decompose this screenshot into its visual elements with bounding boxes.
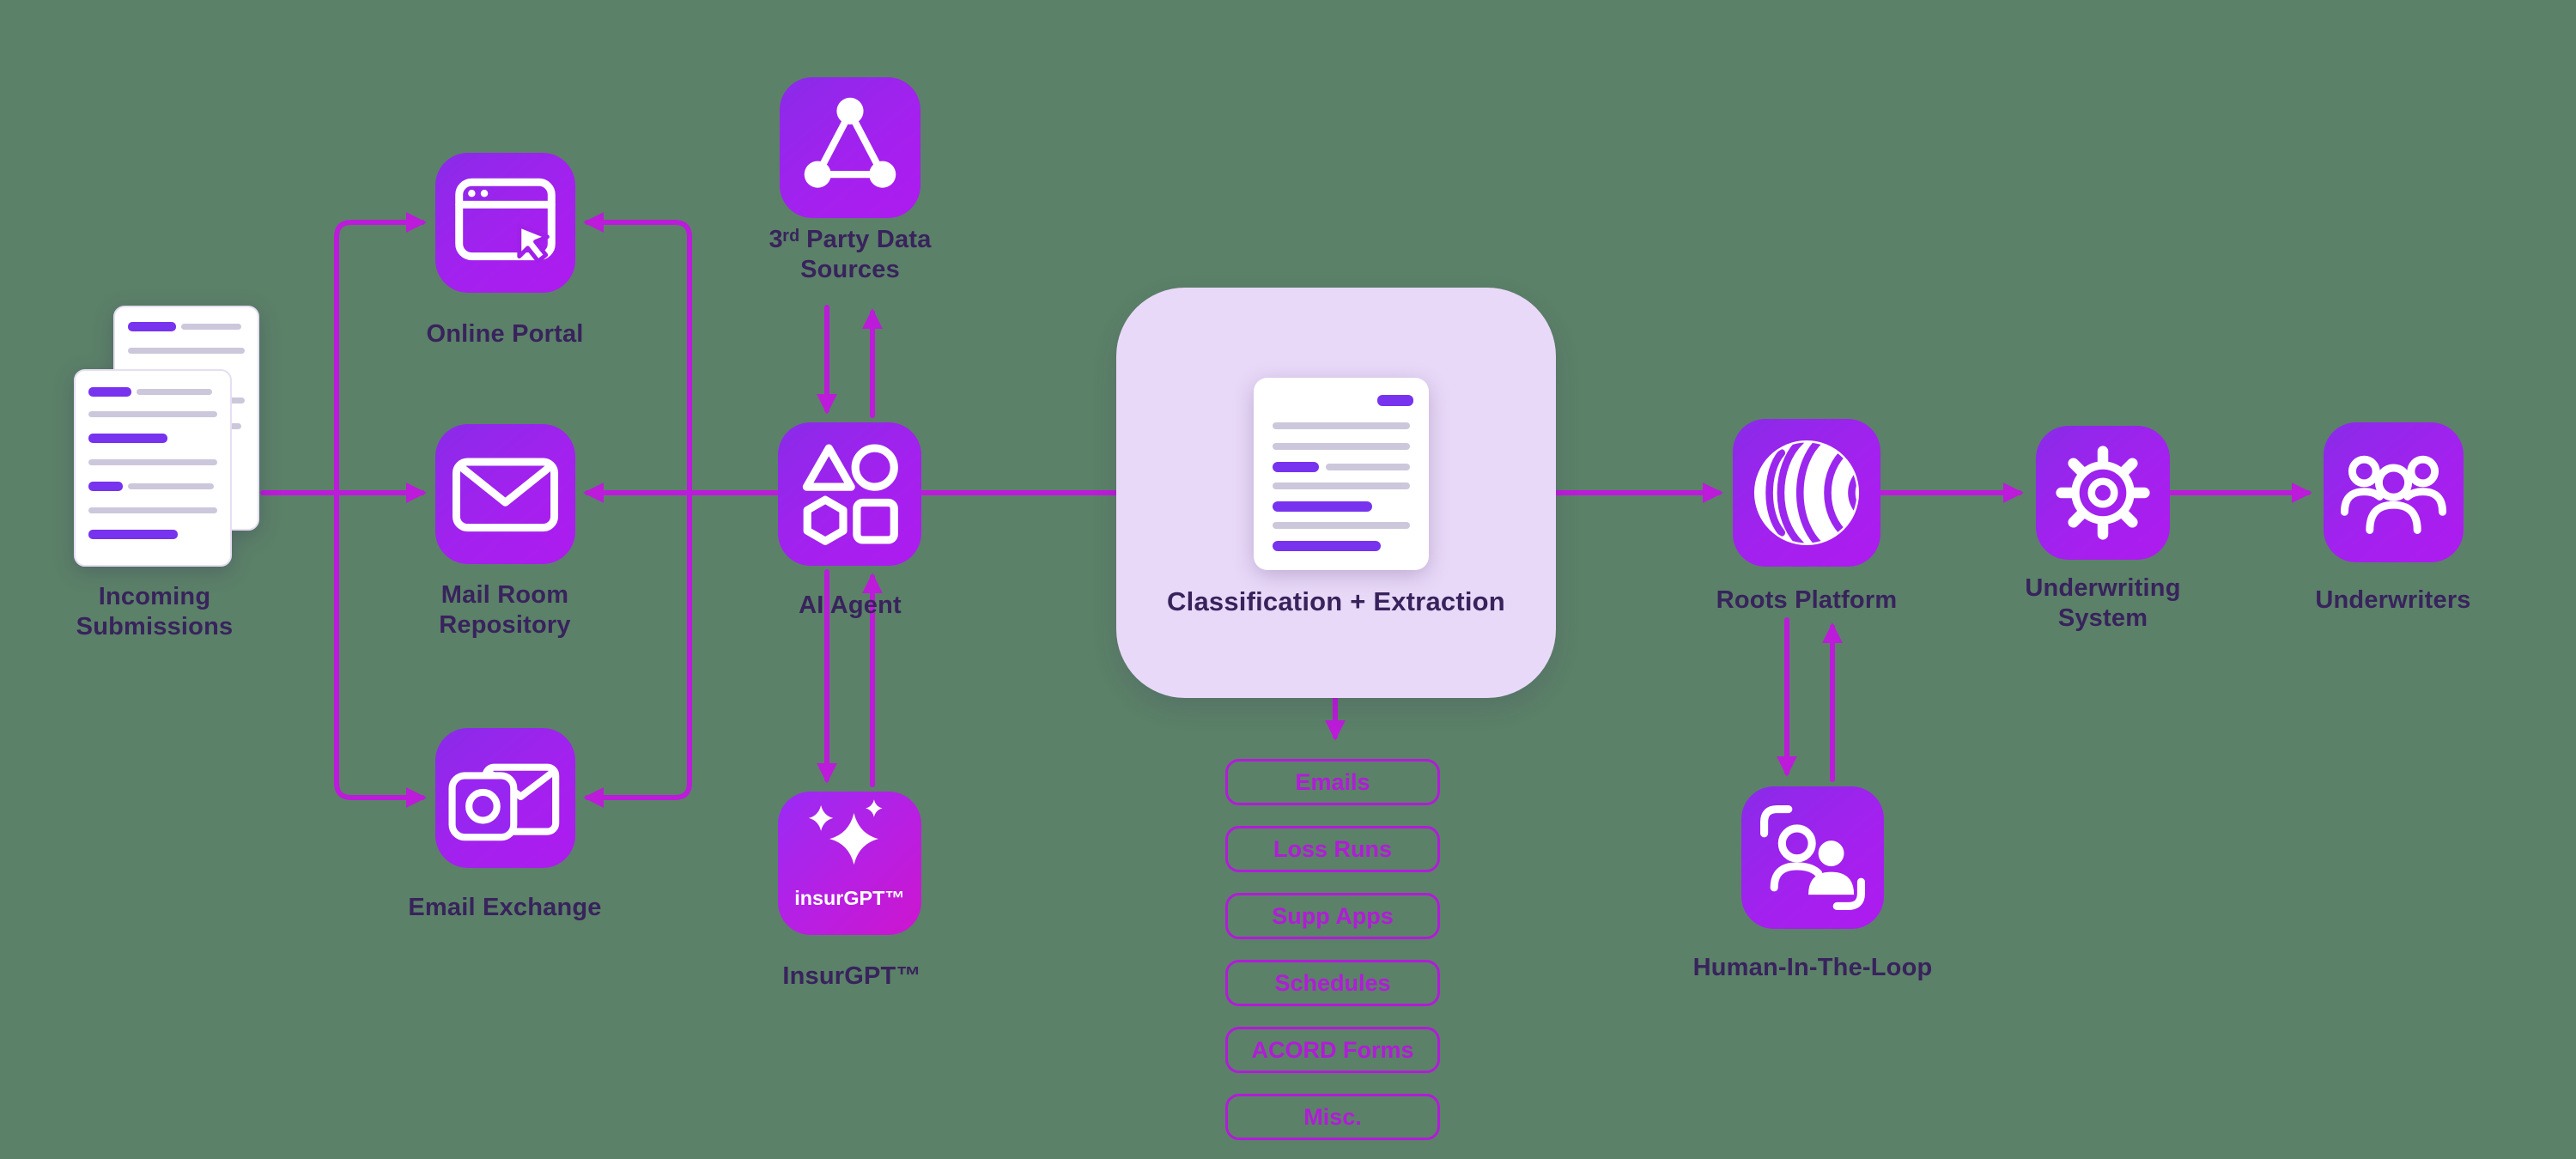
human-in-the-loop-label: Human-In-The-Loop (1692, 954, 1933, 981)
mail-room-node (435, 424, 575, 564)
human-in-the-loop-node (1741, 786, 1884, 929)
envelope-icon (452, 458, 559, 532)
online-portal-node (435, 153, 575, 293)
doc-type-acord-forms: ACORD Forms (1225, 1027, 1440, 1073)
ai-agent-node (778, 422, 921, 566)
third-party-data-label: 3ʳᵈ Party Data Sources (769, 226, 932, 284)
classification-extraction-label: Classification + Extraction (1167, 586, 1505, 616)
classified-document-illustration (1252, 376, 1431, 572)
people-group-icon (2340, 455, 2447, 534)
underwriters-label: Underwriters (2315, 586, 2471, 614)
insurgpt-node: insurGPT™ (778, 792, 921, 935)
underwriting-system-node (2036, 426, 2170, 560)
sparkles-icon: insurGPT™ (794, 799, 905, 909)
underwriting-system-label: Underwriting System (2025, 574, 2181, 633)
insurgpt-wordmark: insurGPT™ (794, 887, 905, 909)
underwriters-node (2324, 422, 2464, 562)
email-exchange-label: Email Exchange (408, 894, 602, 921)
shapes-icon (802, 444, 898, 545)
doc-type-loss-runs: Loss Runs (1225, 826, 1440, 872)
doc-type-supp-apps: Supp Apps (1225, 893, 1440, 939)
incoming-submissions-label: Incoming Submissions (76, 583, 234, 641)
share-nodes-icon (804, 97, 896, 188)
email-exchange-node (435, 728, 575, 868)
insurgpt-label: InsurGPT™ (782, 962, 921, 990)
outlook-mail-icon (448, 763, 560, 841)
roots-platform-node (1733, 419, 1880, 567)
classification-extraction-panel (1116, 288, 1556, 698)
browser-icon (455, 178, 556, 264)
doc-type-schedules: Schedules (1225, 960, 1440, 1006)
third-party-data-node (780, 77, 920, 218)
doc-type-emails: Emails (1225, 759, 1440, 805)
roots-platform-label: Roots Platform (1716, 586, 1898, 614)
online-portal-label: Online Portal (426, 320, 584, 348)
doc-type-misc: Misc. (1225, 1094, 1440, 1140)
gear-icon (2056, 446, 2150, 540)
wave-sphere-icon (1753, 440, 1860, 546)
document-icon (1254, 378, 1429, 570)
people-frame-icon (1759, 804, 1866, 911)
ai-agent-label: AI Agent (799, 592, 902, 619)
incoming-submissions-node (73, 302, 266, 570)
document-stack-icon (74, 306, 259, 567)
mail-room-label: Mail Room Repository (439, 581, 571, 640)
